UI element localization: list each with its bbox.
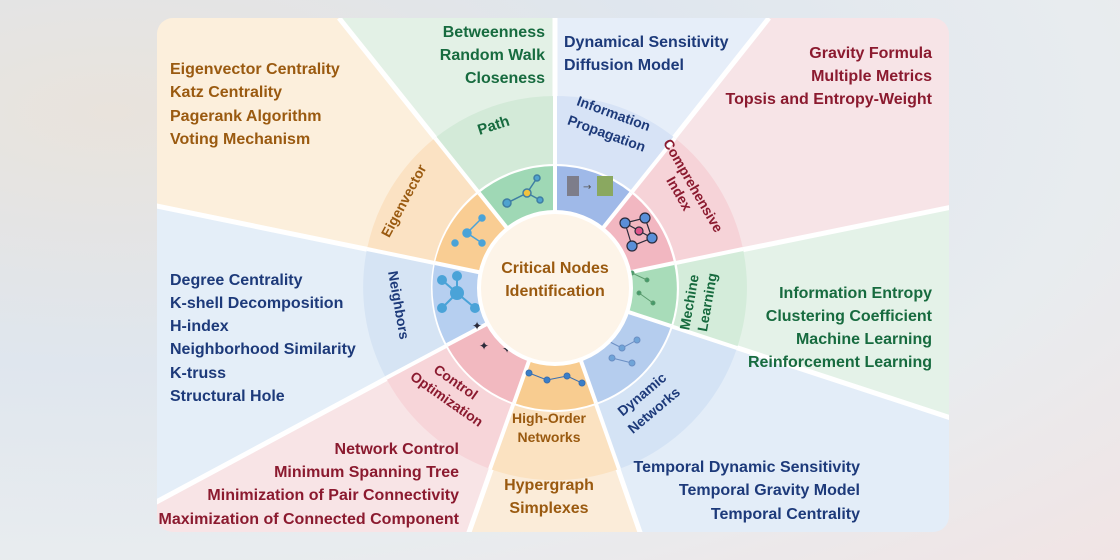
dyn-method: Temporal Dynamic Sensitivity (634, 459, 861, 476)
comp-method: Topsis and Entropy-Weight (725, 91, 932, 108)
learn-methods: Information Entropy Clustering Coefficie… (748, 285, 933, 371)
eigenvector-icon (451, 214, 486, 247)
comp-method: Multiple Metrics (811, 68, 932, 85)
center-circle (477, 210, 633, 366)
critical-nodes-diagram: → ✦✦✦✦ Critical Nodes Identification Pat… (157, 18, 949, 532)
neigh-method: K-truss (170, 365, 226, 382)
neigh-method: H-index (170, 318, 229, 335)
path-method: Betweenness (443, 24, 545, 41)
dyn-method: Temporal Centrality (711, 506, 860, 523)
eig-method: Katz Centrality (170, 84, 282, 101)
dyn-method: Temporal Gravity Model (679, 482, 860, 499)
svg-text:✦: ✦ (479, 339, 489, 353)
neigh-method: Degree Centrality (170, 272, 303, 289)
comprehensive-network-icon (619, 212, 658, 252)
ctrl-method: Maximization of Connected Component (159, 511, 460, 528)
center-title-line2: Identification (505, 283, 605, 300)
comp-methods: Gravity Formula Multiple Metrics Topsis … (725, 45, 932, 108)
neigh-method: Structural Hole (170, 388, 285, 405)
neigh-method: Neighborhood Similarity (170, 341, 356, 358)
eig-methods: Eigenvector Centrality Katz Centrality P… (170, 61, 340, 148)
comp-method: Gravity Formula (809, 45, 932, 62)
eig-method: Voting Mechanism (170, 131, 310, 148)
sector-learn-bg (555, 206, 949, 418)
learn-method: Information Entropy (779, 285, 932, 302)
path-method: Random Walk (440, 47, 545, 64)
ctrl-methods: Network Control Minimum Spanning Tree Mi… (159, 441, 460, 528)
path-methods: Betweenness Random Walk Closeness (440, 24, 545, 87)
ctrl-method: Minimization of Pair Connectivity (207, 487, 459, 504)
ctrl-method: Minimum Spanning Tree (274, 464, 459, 481)
center-title-line1: Critical Nodes (501, 260, 609, 277)
path-method: Closeness (465, 70, 545, 87)
eig-method: Pagerank Algorithm (170, 108, 321, 125)
high-method: Hypergraph (504, 477, 594, 494)
info-methods: Dynamical Sensitivity Diffusion Model (564, 34, 729, 74)
high-label-line2: Networks (517, 429, 580, 445)
learn-method: Machine Learning (796, 331, 932, 348)
propagation-icon: → (567, 176, 613, 196)
svg-text:→: → (583, 182, 591, 193)
info-method: Diffusion Model (564, 57, 684, 74)
high-order-icon (525, 369, 586, 387)
path-network-icon (502, 174, 544, 208)
info-method: Dynamical Sensitivity (564, 34, 729, 51)
learn-method: Clustering Coefficient (766, 308, 933, 325)
neigh-method: K-shell Decomposition (170, 295, 343, 312)
svg-text:✦: ✦ (472, 319, 482, 333)
high-method: Simplexes (509, 500, 588, 517)
neigh-methods: Degree Centrality K-shell Decomposition … (170, 272, 356, 405)
high-label-line1: High-Order (512, 410, 586, 426)
learn-method: Reinforcement Learning (748, 354, 932, 371)
high-methods: Hypergraph Simplexes (504, 477, 594, 517)
eig-method: Eigenvector Centrality (170, 61, 340, 78)
neighbors-icon (437, 271, 480, 313)
ctrl-method: Network Control (335, 441, 459, 458)
dyn-methods: Temporal Dynamic Sensitivity Temporal Gr… (634, 459, 861, 523)
